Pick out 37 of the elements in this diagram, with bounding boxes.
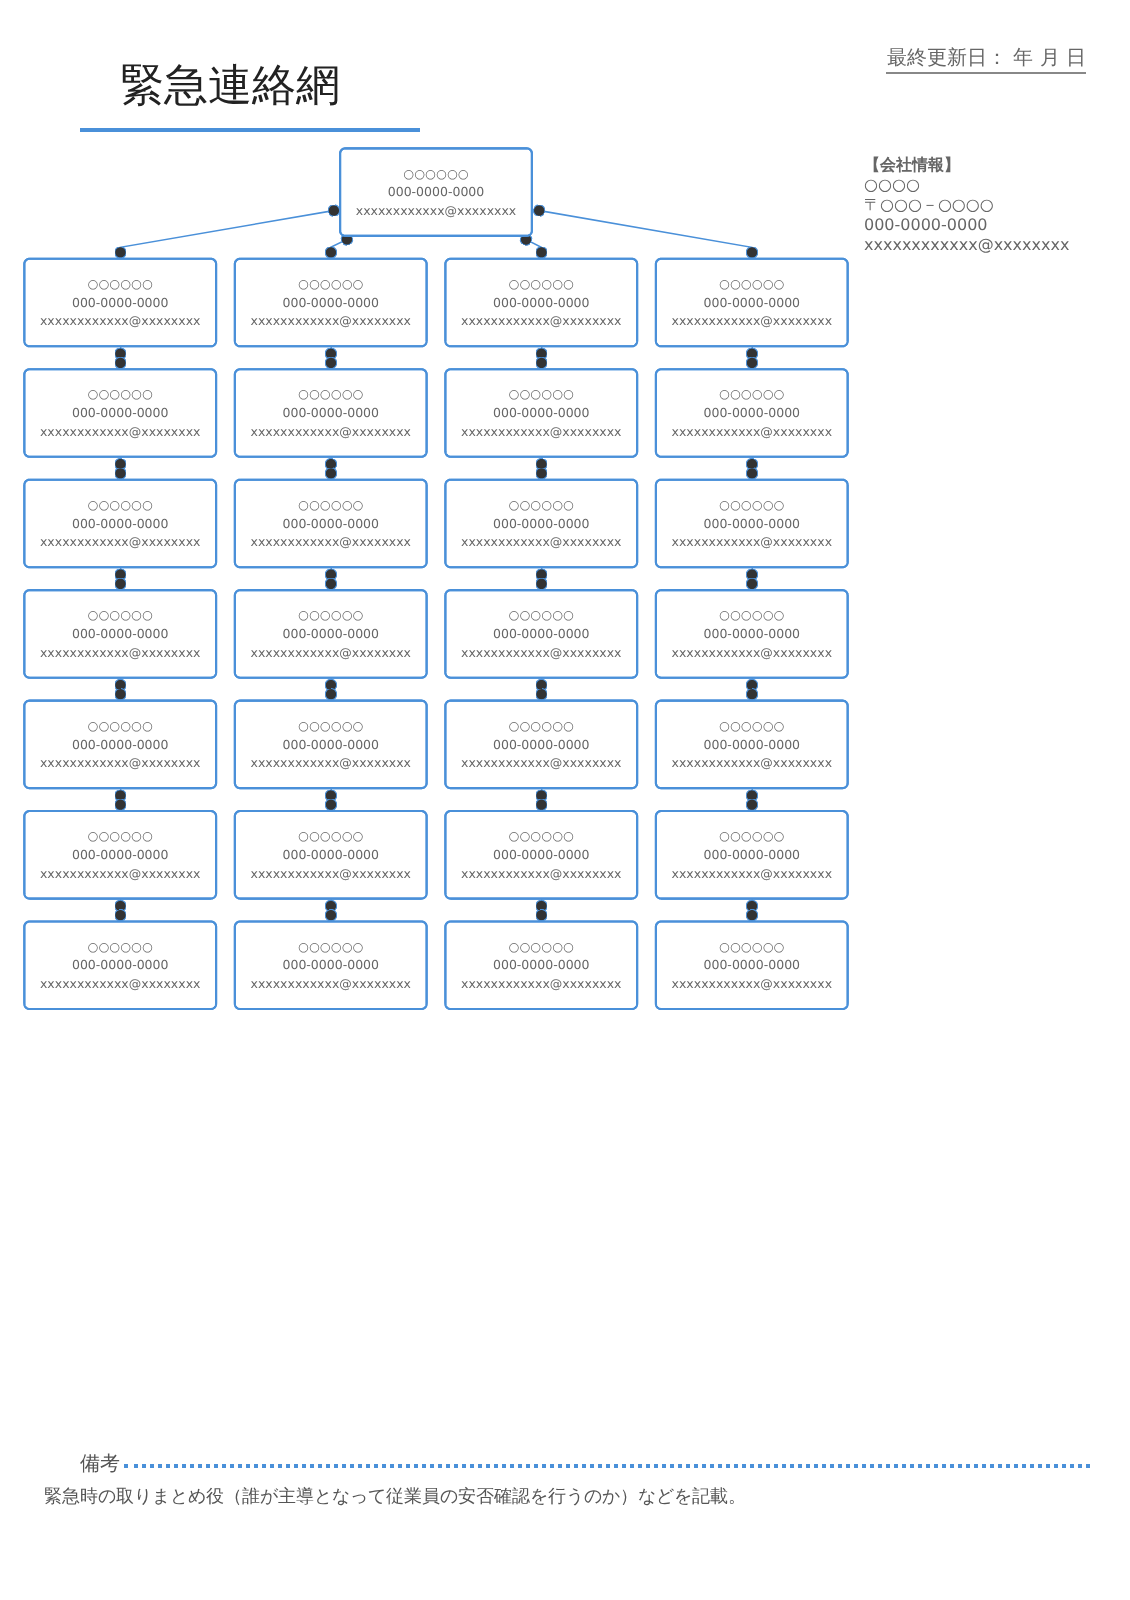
connector — [114, 204, 342, 261]
connector — [535, 456, 548, 481]
connector — [324, 898, 338, 923]
connector — [745, 898, 759, 923]
connector — [519, 233, 548, 261]
connector — [535, 898, 548, 923]
connector — [745, 456, 759, 481]
connector — [535, 346, 548, 371]
email-address: xxxxxxxxxxxx@xxxxxxxx — [864, 236, 1070, 256]
connector — [535, 677, 548, 702]
connector — [324, 677, 338, 702]
connector — [324, 787, 338, 813]
connector — [745, 677, 759, 702]
connector — [535, 566, 548, 592]
note-text: 緊急時の取りまとめ役（誰が主導となって従業員の安否確認を行うのか）などを記載。 — [44, 1485, 746, 1510]
phone-number: 000-0000-0000 — [864, 216, 990, 236]
connector — [745, 566, 759, 592]
connector — [745, 346, 759, 371]
connector — [114, 677, 127, 702]
connector — [114, 566, 127, 592]
connector — [114, 898, 127, 923]
connector — [324, 233, 354, 261]
info-heading: 【会社情報】 — [864, 156, 962, 176]
connector — [114, 456, 127, 481]
company-name: ○○○○ — [864, 176, 922, 196]
connector — [745, 787, 759, 813]
postal-address: 〒○○○－○○○○ — [864, 196, 996, 216]
update-date-line: 最終更新日： 年 月 日 — [886, 44, 1086, 74]
page-title: 緊急連絡網 — [80, 56, 420, 132]
connector — [531, 204, 759, 261]
connector — [535, 787, 548, 813]
connector — [324, 346, 338, 371]
connector — [324, 566, 338, 592]
connector — [324, 456, 338, 481]
notes-heading: 備考 — [80, 1451, 120, 1478]
connector — [114, 787, 127, 813]
connector — [114, 346, 127, 371]
